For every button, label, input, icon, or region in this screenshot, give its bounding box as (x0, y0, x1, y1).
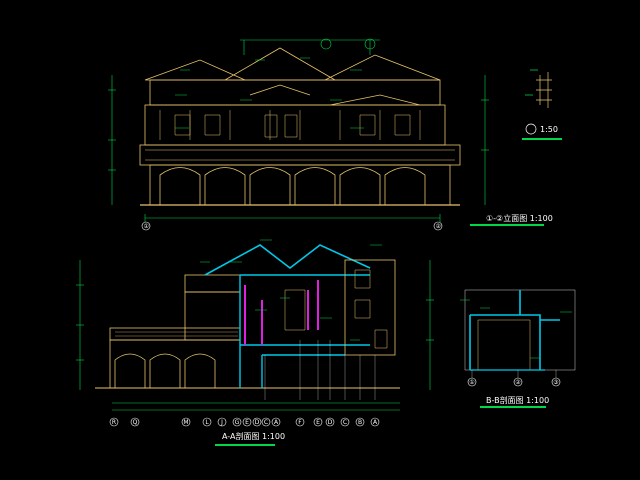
section-aa-axis-bubble (181, 417, 191, 427)
section-aa-axis-label: G (235, 419, 240, 426)
section-aa (95, 244, 400, 400)
section-aa-axis-bubble (252, 417, 262, 427)
section-aa-dimensions (76, 239, 434, 411)
section-aa-axis-bubble (202, 417, 212, 427)
section-bb-axis-label: ③ (553, 379, 558, 386)
section-aa-axis-label: D (328, 419, 333, 426)
section-bb-title-underline (480, 406, 546, 408)
elevation-marker-right: ② (436, 223, 442, 230)
section-aa-axis-label: E (245, 419, 249, 426)
section-aa-title-underline (215, 444, 275, 446)
detail-title-text: 1:50 (540, 125, 558, 134)
section-aa-axis-bubble (261, 417, 271, 427)
section-aa-axis-bubble (271, 417, 281, 427)
section-aa-axis-label: J (220, 419, 223, 426)
section-aa-axis-bubble (313, 417, 323, 427)
section-aa-title: A-A剖面图 1:100 (222, 431, 285, 442)
section-aa-axis-bubble (130, 417, 140, 427)
section-aa-axis-bubble (242, 417, 252, 427)
section-aa-axis-bubble (217, 417, 227, 427)
front-elevation-title-text: ①-②立面图 1:100 (486, 214, 553, 223)
section-aa-axis-bubble (370, 417, 380, 427)
section-bb-axis-markers: ① ② ③ (467, 377, 561, 387)
elevation-marker-left: ① (144, 223, 149, 230)
section-aa-axis-label: L (205, 419, 209, 426)
section-aa-axis-label: R (112, 419, 116, 426)
section-aa-axis-label: B (358, 419, 362, 426)
section-aa-axis-bubble (340, 417, 350, 427)
section-aa-axis-label: C (343, 419, 347, 426)
section-aa-axis-label: Q (133, 419, 138, 426)
section-aa-axis-label: M (183, 419, 188, 426)
detail-drawing (525, 69, 552, 135)
front-elevation-title: ①-②立面图 1:100 (486, 213, 553, 224)
section-bb-axis-label: ② (515, 379, 521, 386)
section-aa-axis-label: A (373, 419, 378, 426)
front-elevation-title-underline (470, 224, 544, 226)
section-bb (460, 289, 576, 378)
section-bb-title-text: B-B剖面图 1:100 (486, 396, 550, 405)
section-aa-axis-bubble (109, 417, 119, 427)
section-bb-axis-bubble (551, 377, 561, 387)
section-aa-axis-label: A (274, 419, 279, 426)
front-elevation (139, 47, 461, 206)
section-aa-axis-label: F (298, 419, 302, 426)
front-elevation-dimensions (108, 38, 489, 222)
section-aa-axis-label: C (264, 419, 268, 426)
section-aa-axis-label: D (255, 419, 260, 426)
detail-title-underline (522, 138, 562, 140)
section-aa-axis-bubble (325, 417, 335, 427)
section-aa-axis-bubble (232, 417, 242, 427)
section-bb-axis-bubble (513, 377, 523, 387)
section-aa-axis-bubble (355, 417, 365, 427)
section-aa-axis-bubble (295, 417, 305, 427)
section-aa-axis-label: E (316, 419, 320, 426)
section-aa-title-text: A-A剖面图 1:100 (222, 432, 286, 441)
detail-title: 1:50 (540, 125, 558, 134)
section-bb-title: B-B剖面图 1:100 (486, 395, 549, 406)
elevation-axis-markers: ① ② (141, 221, 443, 231)
section-bb-axis-label: ① (469, 379, 474, 386)
section-bb-axis-bubble (467, 377, 477, 387)
